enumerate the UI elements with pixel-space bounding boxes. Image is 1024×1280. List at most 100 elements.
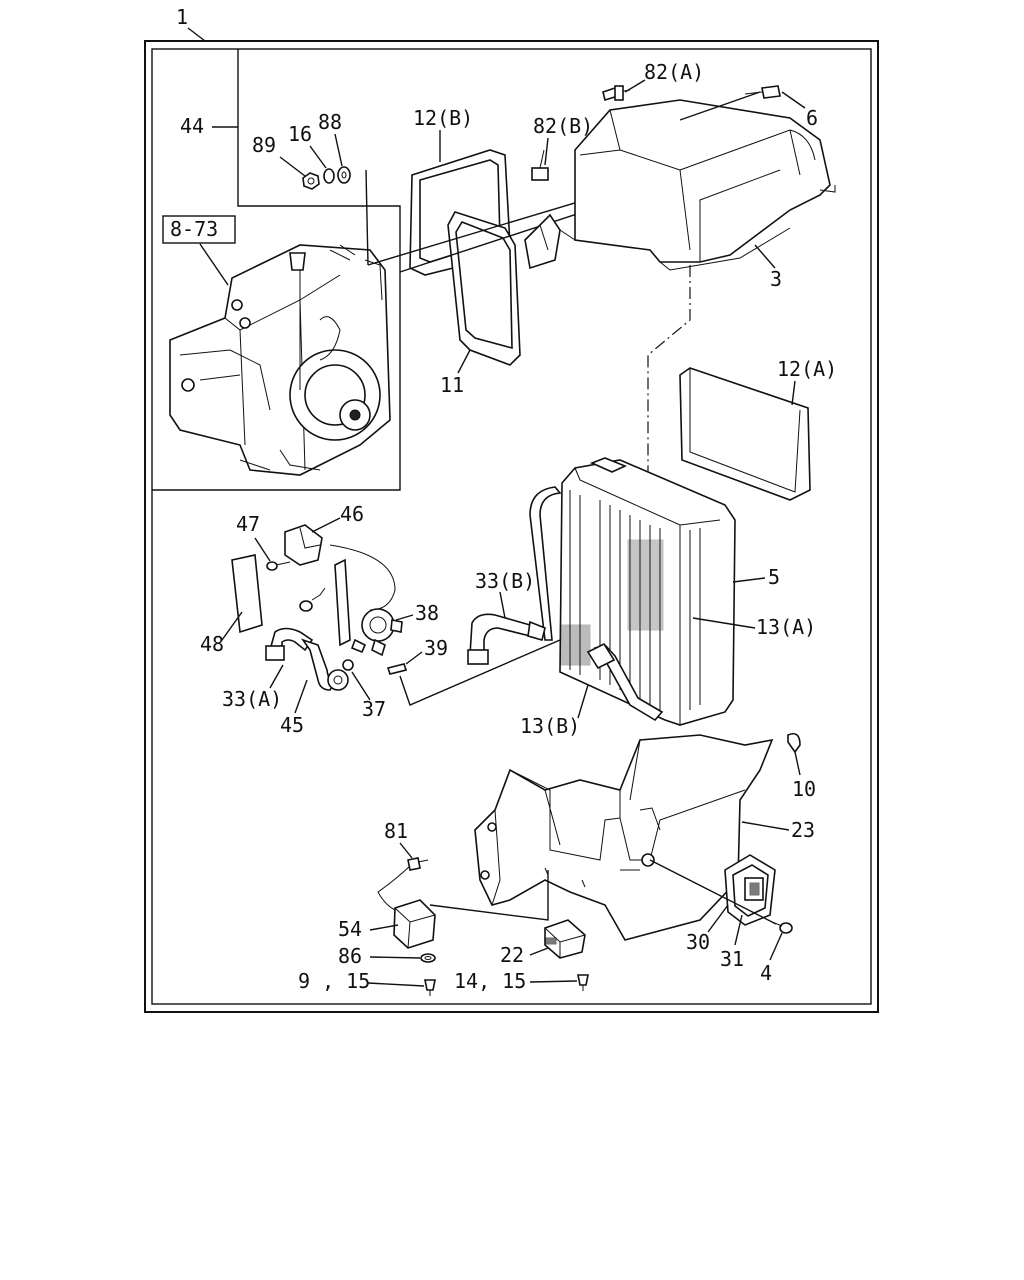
label-p5: 5 xyxy=(768,565,780,589)
label-p12a: 12(A) xyxy=(777,357,837,381)
screw-82a xyxy=(602,85,631,102)
centerline-evap xyxy=(647,265,691,490)
label-p11: 11 xyxy=(440,373,464,397)
label-p44: 44 xyxy=(180,114,204,138)
leader-p5 xyxy=(732,577,766,583)
label-p14-15: 14, 15 xyxy=(454,969,526,993)
label-p4: 4 xyxy=(760,961,772,985)
seal-12a xyxy=(679,367,811,501)
module-54 xyxy=(393,899,436,949)
sensor-harness xyxy=(299,544,396,647)
relay-22 xyxy=(544,919,586,959)
leader-assembly xyxy=(187,27,206,42)
leader-p14-15 xyxy=(529,980,578,983)
label-p22: 22 xyxy=(500,943,524,967)
cover-30 xyxy=(724,854,776,926)
leader-p3 xyxy=(754,244,776,269)
upper-case-3 xyxy=(524,99,836,271)
leader-p47 xyxy=(254,537,271,562)
screw-9-15 xyxy=(424,979,436,996)
alignment-line-39 xyxy=(399,639,561,706)
nut-89 xyxy=(302,172,320,190)
leader-p45 xyxy=(294,679,308,714)
clip-10 xyxy=(787,732,801,754)
o-ring-37 xyxy=(342,659,354,671)
label-p45: 45 xyxy=(280,713,304,737)
stud-line xyxy=(365,169,369,266)
ref-box xyxy=(162,215,236,244)
bracket-46 xyxy=(284,524,323,566)
screw-82b xyxy=(531,149,549,181)
label-p10: 10 xyxy=(792,777,816,801)
screw-47 xyxy=(266,561,291,571)
leader-p86 xyxy=(369,956,421,959)
washer-86 xyxy=(420,953,436,963)
label-p86: 86 xyxy=(338,944,362,968)
leader-p33b xyxy=(499,591,506,619)
pipe-33a xyxy=(265,627,314,661)
leader-p82a xyxy=(624,79,646,93)
label-p33b: 33(B) xyxy=(475,569,535,593)
leader-p10 xyxy=(794,751,801,776)
label-p13b: 13(B) xyxy=(520,714,580,738)
leader-p9-15 xyxy=(367,982,425,987)
outer-frame xyxy=(144,40,879,1013)
leader-p23 xyxy=(741,821,790,831)
sensor-81 xyxy=(377,857,429,911)
label-p3: 3 xyxy=(770,267,782,291)
washer-16 xyxy=(323,168,335,184)
alignment-line-54 xyxy=(429,870,549,921)
leader-p48 xyxy=(221,611,243,641)
leader-p13b xyxy=(577,684,589,719)
label-p88: 88 xyxy=(318,110,342,134)
bolt-39 xyxy=(386,663,408,675)
leader-p6 xyxy=(781,91,806,109)
label-p82a: 82(A) xyxy=(644,60,704,84)
leader-p12a xyxy=(791,380,796,406)
label-p54: 54 xyxy=(338,917,362,941)
label-p46: 46 xyxy=(340,502,364,526)
label-p82b: 82(B) xyxy=(533,114,593,138)
leader-p30 xyxy=(707,904,729,933)
leader-p39 xyxy=(405,651,423,665)
label-p48: 48 xyxy=(200,632,224,656)
leader-p11 xyxy=(457,349,471,374)
leader-p54 xyxy=(369,924,399,931)
label-p23: 23 xyxy=(791,818,815,842)
evap-pipe-lower xyxy=(586,642,664,722)
label-p47: 47 xyxy=(236,512,260,536)
alignment-line-3 xyxy=(679,91,761,121)
seal-11 xyxy=(447,211,521,366)
label-p12b: 12(B) xyxy=(413,106,473,130)
pipe-45 xyxy=(300,638,349,691)
leader-p38 xyxy=(395,614,414,621)
leader-ref xyxy=(199,243,229,286)
label-p30: 30 xyxy=(686,930,710,954)
leader-p16 xyxy=(309,145,327,169)
screw-14-15 xyxy=(577,974,589,991)
screw-6 xyxy=(744,85,781,99)
leader-p82b xyxy=(544,137,549,166)
blower-unit xyxy=(169,244,391,476)
label-p6: 6 xyxy=(806,106,818,130)
leader-p37 xyxy=(351,671,371,701)
leader-p89 xyxy=(279,156,306,177)
pipe-33b xyxy=(467,613,546,665)
leader-p46 xyxy=(311,517,341,533)
label-p16: 16 xyxy=(288,122,312,146)
label-p37: 37 xyxy=(362,697,386,721)
tape-48 xyxy=(231,554,263,634)
lower-case-23 xyxy=(474,734,774,941)
subassembly-44-boundary xyxy=(152,49,401,491)
washer-88 xyxy=(337,166,351,184)
leader-p4 xyxy=(769,932,783,961)
evaporator-5 xyxy=(559,457,736,726)
label-p9-15: 9 , 15 xyxy=(298,969,370,993)
leader-p81 xyxy=(399,842,413,859)
label-p38: 38 xyxy=(415,601,439,625)
leader-p88 xyxy=(334,133,343,167)
label-ref: 8-73 xyxy=(170,217,218,241)
expansion-valve-38 xyxy=(350,608,403,657)
alignment-line-4 xyxy=(649,859,777,925)
